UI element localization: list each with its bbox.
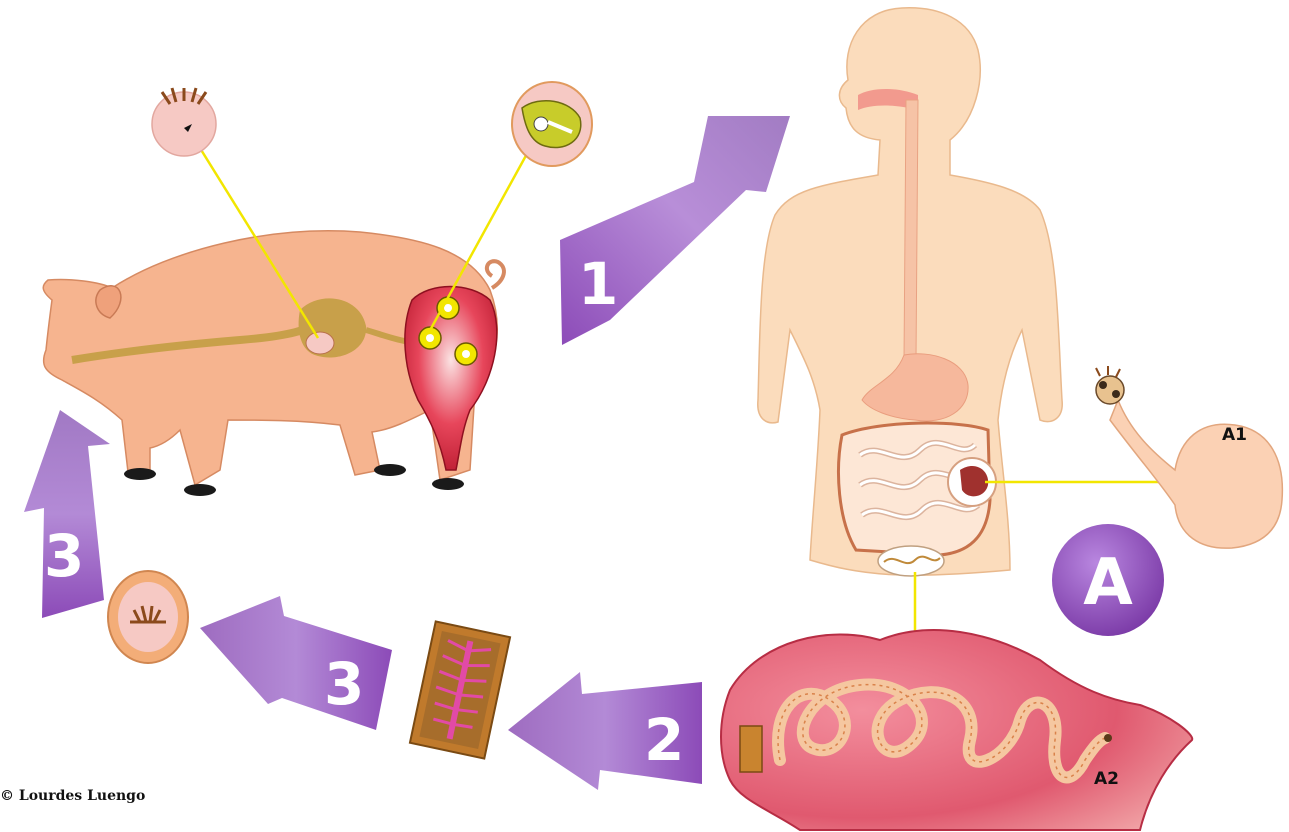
label-a1: A1 (1222, 425, 1247, 445)
human-figure (758, 8, 1062, 576)
badge-a: A (1052, 524, 1164, 636)
badge-a-label: A (1083, 546, 1133, 620)
step-3-arrow-middle: 3 (200, 596, 392, 730)
step-3-label-left: 3 (44, 522, 84, 590)
scolex-a1-illustration (1096, 366, 1282, 548)
cysticercus-inset (512, 82, 592, 166)
label-a2: A2 (1094, 769, 1119, 789)
step-2-arrow: 2 (508, 672, 702, 790)
intestine-with-adult-worm (721, 630, 1192, 830)
step-3-arrow-left: 3 (24, 410, 110, 618)
copyright-notice: © Lourdes Luengo (0, 788, 145, 804)
step-1-arrow: 1 (560, 116, 790, 345)
step-3-label-middle: 3 (324, 650, 364, 718)
gravid-proglottid (410, 621, 510, 758)
oncosphere-inset (152, 88, 216, 156)
egg-embryophore (108, 571, 188, 663)
step-2-label: 2 (644, 706, 684, 774)
pig-figure (43, 231, 504, 496)
step-1-label: 1 (578, 250, 618, 318)
